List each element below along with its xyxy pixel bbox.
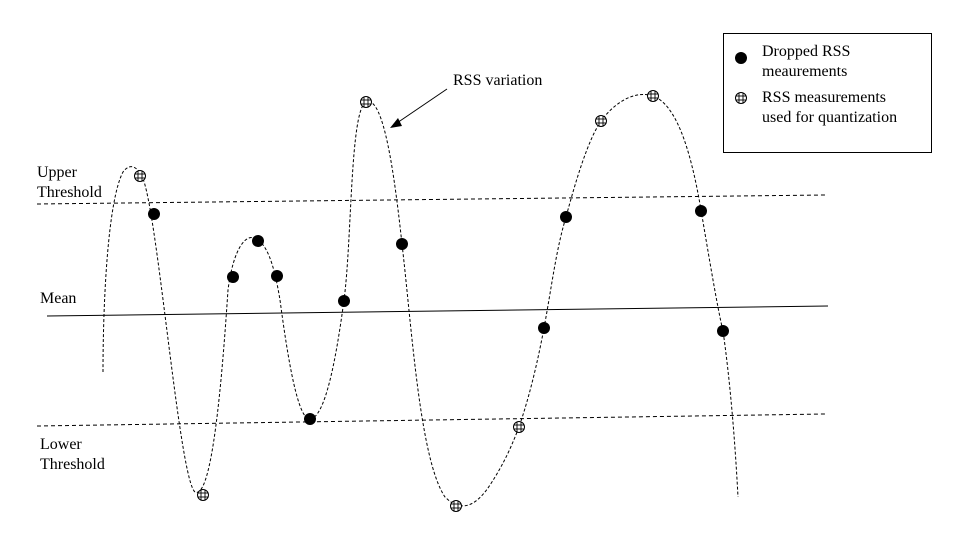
upper-threshold-label-line2: Threshold — [37, 184, 102, 201]
dropped-rss-point — [252, 235, 264, 247]
rss-variation-arrow — [393, 88, 448, 126]
dropped-rss-point — [396, 238, 408, 250]
mean-line — [46, 305, 829, 317]
quantization-rss-point — [134, 170, 146, 182]
dropped-rss-point — [717, 325, 729, 337]
quantization-rss-point — [647, 90, 659, 102]
quantization-rss-point — [360, 96, 372, 108]
dropped-rss-point — [695, 205, 707, 217]
quantization-rss-point — [595, 115, 607, 127]
quantization-rss-point — [450, 500, 462, 512]
rss-markers — [134, 90, 729, 512]
upper-threshold-label-line1: Upper — [37, 164, 77, 181]
legend-dropped-line1: Dropped RSS — [762, 43, 851, 60]
dropped-rss-point — [538, 322, 550, 334]
dropped-marker-icon — [735, 52, 747, 64]
legend-used-line1: RSS measurements — [762, 89, 886, 106]
legend-used-line2: used for quantization — [762, 109, 898, 126]
dropped-rss-point — [560, 211, 572, 223]
used-marker-icon — [735, 92, 747, 104]
rss-variation-label: RSS variation — [453, 72, 543, 89]
lower-threshold-label-line1: Lower — [40, 436, 82, 453]
quantization-rss-point — [513, 421, 525, 433]
upper-threshold-line — [36, 194, 826, 205]
lower-threshold-label: Lower Threshold — [40, 435, 105, 475]
legend: Dropped RSS meaurements RSS measurements… — [723, 33, 932, 153]
dropped-rss-point — [271, 270, 283, 282]
rss-variation-arrowhead — [390, 118, 402, 128]
legend-dropped-line2: meaurements — [762, 63, 848, 80]
dropped-rss-point — [227, 271, 239, 283]
dropped-rss-point — [304, 413, 316, 425]
mean-label: Mean — [40, 290, 77, 307]
rss-variation-curve — [102, 94, 739, 507]
dropped-rss-point — [148, 208, 160, 220]
quantization-rss-point — [197, 489, 209, 501]
lower-threshold-label-line2: Threshold — [40, 456, 105, 473]
lower-threshold-line — [36, 413, 826, 427]
dropped-rss-point — [338, 295, 350, 307]
upper-threshold-label: Upper Threshold — [37, 163, 102, 203]
